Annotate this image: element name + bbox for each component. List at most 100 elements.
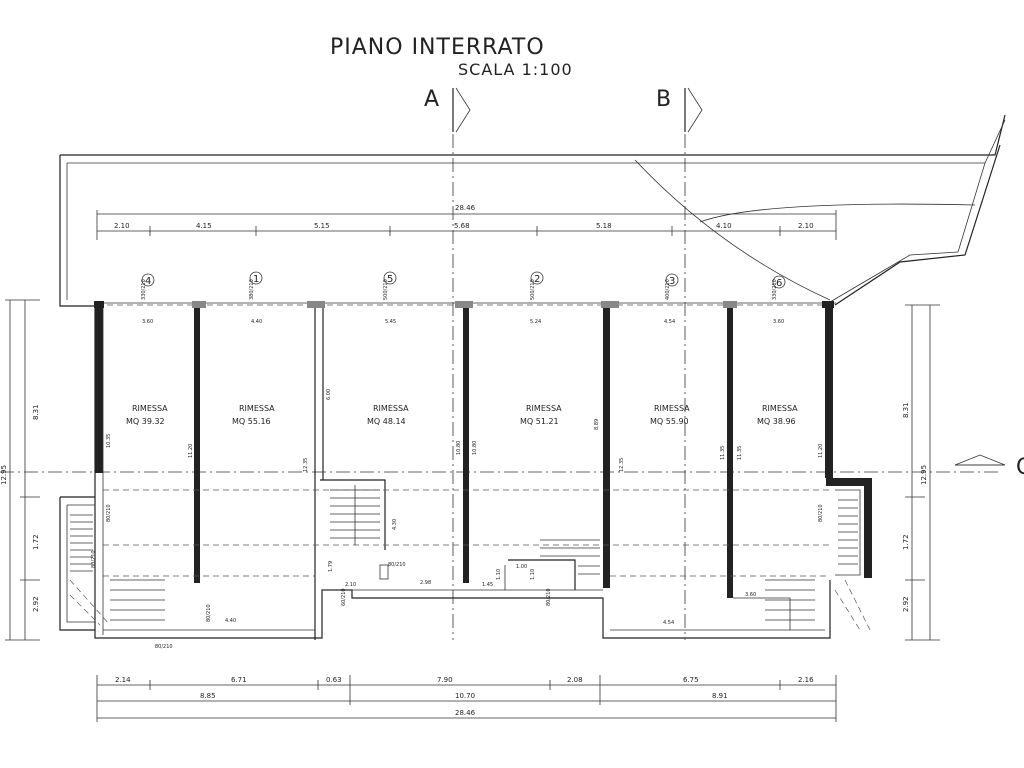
section-label-b: B <box>656 87 671 112</box>
door-size: 80/210 <box>106 504 112 522</box>
inner-dim: 11.20 <box>818 444 824 458</box>
room-width: 5.24 <box>530 319 541 325</box>
room-name: RIMESSA <box>654 404 690 413</box>
left-dim: 12.95 <box>0 465 8 485</box>
section-marker-b: B <box>656 87 703 133</box>
top-dim: 2.10 <box>114 222 130 230</box>
door-size: 400/210 <box>665 279 671 300</box>
room-width: 5.45 <box>385 319 396 325</box>
top-dim: 4.10 <box>716 222 732 230</box>
door-size: 80/210 <box>155 644 173 650</box>
room-dim: 1.00 <box>516 564 527 570</box>
room-number: 6 <box>776 278 782 289</box>
room-dim: 3.60 <box>745 592 756 598</box>
room-dim: 4.40 <box>225 618 236 624</box>
right-dim: 12.95 <box>920 465 928 485</box>
room-dim: 1.10 <box>530 569 536 580</box>
door-size: 80/210 <box>818 504 824 522</box>
bottom-dim: 2.08 <box>567 676 583 684</box>
room-dim: 1.10 <box>496 569 502 580</box>
ramp-area <box>59 114 1006 307</box>
right-dim: 1.72 <box>902 534 910 550</box>
inner-dimensions: 10.35 11.20 12.35 6.00 10.80 10.80 8.89 … <box>106 389 824 572</box>
room-dim: 1.45 <box>482 582 493 588</box>
door-size: 80/210 <box>546 588 552 606</box>
inner-dim: 6.00 <box>326 389 332 400</box>
door-size: 500/210 <box>530 279 536 300</box>
top-dim: 2.10 <box>798 222 814 230</box>
room-number: 4 <box>145 276 151 287</box>
bottom-dim: 7.90 <box>437 676 453 684</box>
top-dim: 5.68 <box>454 222 470 230</box>
bottom-dim: 2.14 <box>115 676 131 684</box>
room-number: 3 <box>669 276 675 287</box>
room-numbers: 4 1 5 2 3 6 <box>141 271 786 289</box>
room-width: 3.60 <box>773 319 784 325</box>
bottom-dim: 8.85 <box>200 692 216 700</box>
left-dim: 2.92 <box>32 596 40 612</box>
door-size: 80/210 <box>206 604 212 622</box>
section-marker-a: A <box>424 87 471 133</box>
room-dim: 4.54 <box>663 620 674 626</box>
room-number: 1 <box>253 274 259 285</box>
room-area: MQ 55.90 <box>650 417 689 426</box>
top-dimensions: 28.46 2.10 4.15 5.15 5.68 5.18 4.10 2.10 <box>96 204 837 240</box>
top-dim: 5.15 <box>314 222 330 230</box>
bottom-dim: 2.16 <box>798 676 814 684</box>
room-width: 4.40 <box>251 319 262 325</box>
door-size: 80/210 <box>91 550 97 568</box>
room-area: MQ 48.14 <box>367 417 406 426</box>
top-dim: 5.18 <box>596 222 612 230</box>
section-label-c: C <box>1016 455 1024 480</box>
room-name: RIMESSA <box>373 404 409 413</box>
room-area: MQ 38.96 <box>757 417 796 426</box>
room-dim: 2.98 <box>420 580 431 586</box>
inner-dim: 4.30 <box>392 519 398 530</box>
inner-dim: 10.80 <box>472 441 478 455</box>
door-size: 380/210 <box>249 279 255 300</box>
walls <box>95 308 872 640</box>
bottom-dim: 6.71 <box>231 676 247 684</box>
left-dimensions: 8.31 12.95 1.72 2.92 <box>0 299 40 641</box>
section-marker-c: C <box>954 454 1024 480</box>
room-name: RIMESSA <box>526 404 562 413</box>
right-dim: 2.92 <box>902 596 910 612</box>
bottom-dim: 6.75 <box>683 676 699 684</box>
room-labels: RIMESSA MQ 39.32 RIMESSA MQ 55.16 RIMESS… <box>126 404 798 426</box>
room-name: RIMESSA <box>762 404 798 413</box>
door-size: 330/210 <box>141 279 147 300</box>
room-area: MQ 51.21 <box>520 417 559 426</box>
left-dim: 1.72 <box>32 534 40 550</box>
room-area: MQ 55.16 <box>232 417 271 426</box>
top-dim: 4.15 <box>196 222 212 230</box>
right-dimensions: 8.31 12.95 1.72 2.92 <box>902 304 940 641</box>
room-number: 5 <box>387 274 393 285</box>
room-width: 3.60 <box>142 319 153 325</box>
top-pillars <box>94 301 834 308</box>
bottom-room-dimensions: 4.40 2.10 2.98 1.45 4.54 3.60 1.00 1.10 … <box>225 564 756 626</box>
right-dim: 8.31 <box>902 402 910 418</box>
bottom-dim: 10.70 <box>455 692 475 700</box>
bottom-dim: 8.91 <box>712 692 728 700</box>
inner-dim: 12.35 <box>303 458 309 472</box>
inner-dim: 12.35 <box>619 458 625 472</box>
door-size: 80/210 <box>388 562 406 568</box>
room-area: MQ 39.32 <box>126 417 165 426</box>
right-stair <box>733 489 871 631</box>
door-size: 60/210 <box>341 588 347 606</box>
bottom-dim: 0.63 <box>326 676 342 684</box>
drawing-scale: SCALA 1:100 <box>458 60 573 79</box>
door-size: 330/210 <box>772 279 778 300</box>
top-total-dim: 28.46 <box>455 204 476 212</box>
small-door-labels: 80/210 80/210 80/210 80/210 80/210 60/21… <box>91 504 824 650</box>
room-width: 4.54 <box>664 319 675 325</box>
door-labels: 330/210 380/210 500/210 500/210 400/210 … <box>141 279 784 325</box>
bottom-dimensions: 2.14 6.71 0.63 7.90 2.08 6.75 2.16 8.85 … <box>96 675 837 722</box>
left-stair <box>59 496 165 631</box>
inner-dim: 11.20 <box>188 444 194 458</box>
inner-dim: 10.80 <box>456 441 462 455</box>
room-dim: 2.10 <box>345 582 356 588</box>
inner-dim: 11.35 <box>737 446 743 460</box>
room-name: RIMESSA <box>132 404 168 413</box>
